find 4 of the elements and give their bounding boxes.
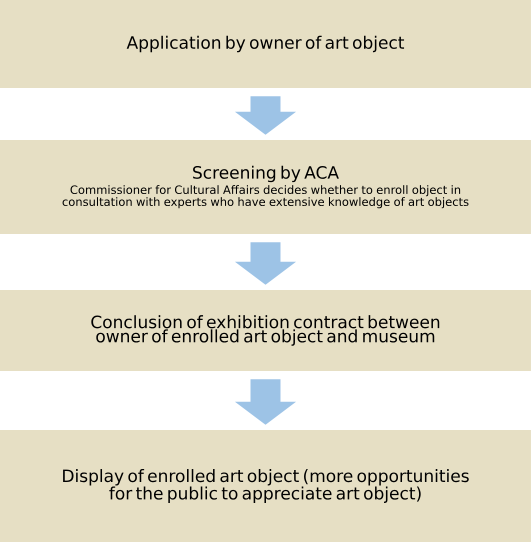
process-box: Application by owner of art object [0,0,531,88]
process-box: Display of enrolled art object (more opportunities for the public to appreciate art object) [0,430,531,542]
process-box: Screening by ACA Commissioner for Cultural Affairs decides whether to enroll object in consultation with experts who have extensive knowledge of art objects [0,140,531,234]
process-box: Conclusion of exhibition contract between owner of enrolled art object and museum [0,290,531,371]
